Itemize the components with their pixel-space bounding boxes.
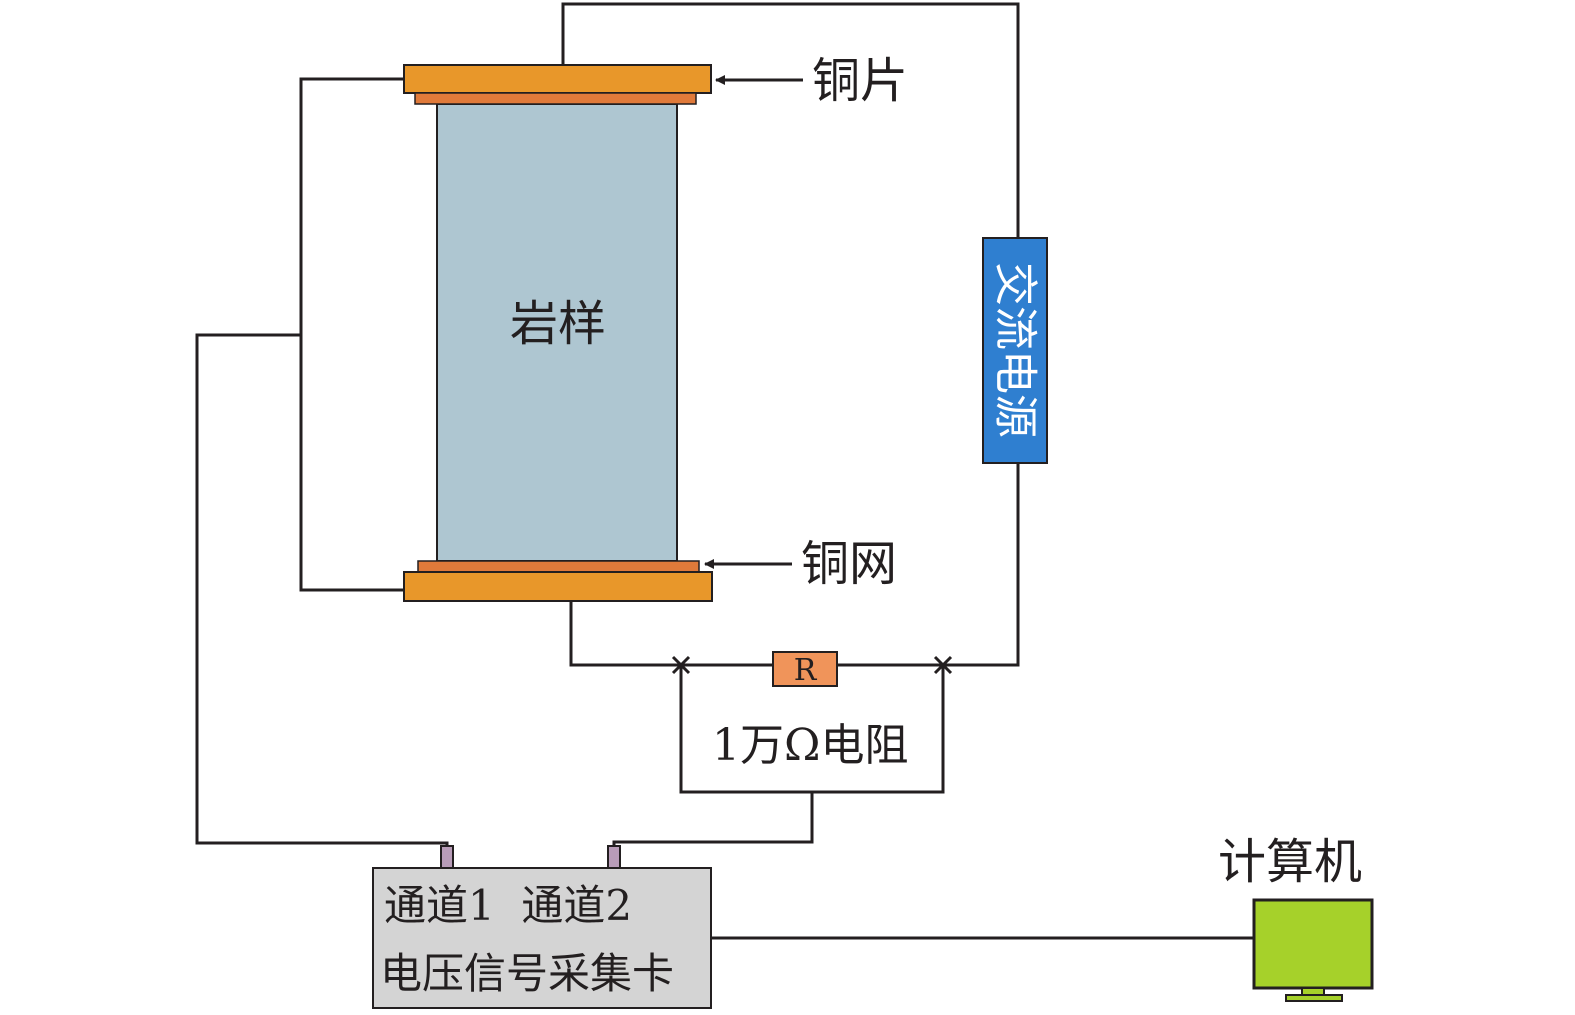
- daq-card: [372, 867, 712, 1009]
- channel2-pin: [607, 845, 621, 869]
- computer-label: 计算机: [1218, 834, 1362, 890]
- junction-left: [671, 655, 691, 675]
- resistor: [772, 651, 838, 687]
- daq-channels-label: 通道1 通道2: [384, 881, 632, 930]
- wire-to-channel1: [195, 333, 449, 848]
- ac-power-supply: [982, 237, 1048, 464]
- daq-name-label: 电压信号采集卡: [380, 949, 674, 998]
- copper-mesh-top: [414, 92, 697, 105]
- copper-mesh-label: 铜网: [801, 536, 897, 592]
- ac-power-label: 交流电源: [990, 262, 1041, 438]
- wire-to-channel2: [612, 792, 814, 848]
- junction-right: [933, 655, 953, 675]
- rock-sample-label: 岩样: [510, 296, 606, 352]
- wire-power-to-junction: [945, 462, 1020, 667]
- wire-bottom-to-junction: [569, 601, 681, 667]
- resistor-description-label: 1万Ω电阻: [712, 720, 908, 771]
- copper-plate-label: 铜片: [812, 53, 908, 109]
- channel1-pin: [440, 845, 454, 869]
- resistor-symbol-label: R: [794, 653, 818, 688]
- copper-plate-bottom: [403, 571, 713, 602]
- wire-sample-bracket: [299, 77, 404, 592]
- wire-top-to-power: [561, 2, 1020, 238]
- copper-mesh-bottom: [417, 560, 700, 573]
- computer-monitor-icon: [1252, 898, 1374, 1002]
- copper-plate-top: [403, 64, 712, 94]
- wiring: [195, 2, 1254, 940]
